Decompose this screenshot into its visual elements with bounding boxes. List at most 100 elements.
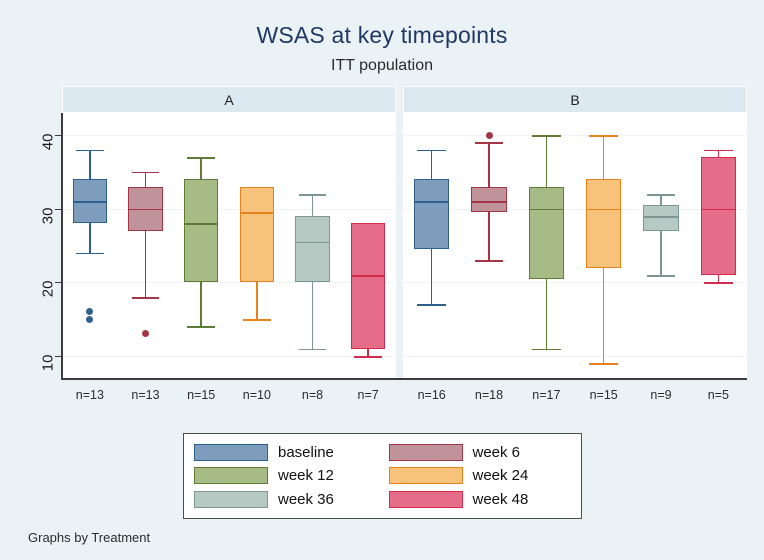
- median-line: [128, 208, 163, 211]
- whisker-cap-upper: [589, 135, 618, 137]
- box-baseline: [413, 179, 450, 250]
- whisker-cap-lower: [646, 274, 676, 277]
- gridline: [403, 282, 747, 284]
- sample-size-label: n=18: [474, 388, 504, 402]
- plot-area-a: [62, 113, 396, 378]
- x-axis-line: [61, 378, 747, 380]
- sample-size-label: n=17: [532, 388, 561, 402]
- legend-item-baseline[interactable]: baseline: [194, 443, 377, 462]
- whisker-lower: [717, 274, 720, 283]
- sample-size-label: n=7: [357, 388, 379, 402]
- y-axis-label: 10: [39, 354, 57, 372]
- legend-swatch: [388, 467, 463, 485]
- legend-item-week-24[interactable]: week 24: [388, 466, 572, 485]
- outlier-point: [86, 315, 94, 323]
- median-line: [528, 208, 565, 211]
- whisker-cap-upper: [131, 171, 160, 174]
- sample-size-label: n=15: [187, 388, 216, 402]
- whisker-cap-upper: [417, 149, 446, 152]
- median-line: [471, 201, 507, 203]
- gridline: [403, 355, 747, 357]
- panel-header-a-label: A: [224, 91, 234, 108]
- box-week-24: [239, 186, 275, 283]
- whisker-cap-upper: [704, 149, 733, 152]
- panel-header-b-label: B: [570, 91, 580, 108]
- box-week-6: [471, 186, 507, 213]
- whisker-cap-lower: [243, 319, 271, 321]
- sample-size-label: n=16: [417, 388, 446, 402]
- whisker-lower: [200, 282, 202, 327]
- plot-area-b: [403, 113, 747, 378]
- whisker-upper: [430, 149, 433, 180]
- gridline: [62, 208, 396, 210]
- box-week-36: [295, 216, 330, 283]
- legend-swatch: [388, 490, 463, 508]
- box-week-12: [183, 179, 219, 283]
- whisker-lower: [256, 282, 258, 320]
- whisker-lower: [89, 223, 91, 253]
- whisker-lower: [488, 212, 490, 261]
- gridline: [62, 355, 396, 357]
- y-axis-tick: [55, 282, 61, 284]
- whisker-cap-upper: [76, 149, 104, 152]
- gridline: [62, 282, 396, 284]
- box-week-24: [585, 179, 622, 268]
- whisker-lower: [545, 278, 548, 349]
- box-week-12: [528, 186, 565, 279]
- y-axis-label: 40: [39, 133, 57, 151]
- gridline: [403, 208, 747, 210]
- chart-title: WSAS at key timepoints: [256, 22, 508, 48]
- whisker-cap-lower: [76, 252, 104, 255]
- whisker-lower: [311, 282, 314, 349]
- outlier-point: [485, 131, 493, 139]
- whisker-cap-lower: [532, 348, 561, 351]
- legend-item-week-48[interactable]: week 48: [388, 490, 572, 509]
- legend-label: baseline: [278, 444, 334, 462]
- chart-subtitle: ITT population: [331, 57, 433, 74]
- whisker-upper: [660, 193, 662, 205]
- figure-note: Graphs by Treatment: [28, 530, 151, 545]
- whisker-lower: [430, 249, 433, 305]
- legend: baseline week 6 week 12 week 24 week 36 week …: [183, 433, 582, 519]
- legend-label: week 6: [472, 444, 521, 462]
- sample-size-label: n=5: [707, 388, 729, 402]
- whisker-lower: [144, 230, 147, 298]
- whisker-cap-lower: [187, 326, 215, 329]
- box-week-48: [350, 223, 386, 349]
- legend-label: week 48: [472, 490, 529, 508]
- y-axis-tick: [55, 355, 61, 357]
- y-axis-label: 30: [39, 207, 57, 224]
- whisker-upper: [144, 171, 147, 187]
- whisker-cap-lower: [354, 355, 382, 358]
- median-line: [295, 241, 330, 244]
- legend-swatch: [388, 444, 463, 462]
- whisker-cap-upper: [474, 142, 504, 145]
- box-week-48: [700, 157, 737, 275]
- legend-item-week-6[interactable]: week 6: [388, 443, 572, 462]
- whisker-lower: [367, 348, 369, 356]
- gridline: [62, 135, 396, 137]
- whisker-cap-lower: [704, 282, 733, 284]
- legend-label: week 12: [278, 467, 334, 485]
- whisker-upper: [545, 135, 548, 187]
- whisker-upper: [311, 193, 314, 217]
- y-axis-label: 20: [39, 280, 57, 298]
- panel-header-b: B: [403, 86, 747, 113]
- sample-size-label: n=13: [131, 388, 160, 402]
- sample-size-label: n=10: [242, 388, 271, 402]
- sample-size-label: n=15: [589, 388, 618, 402]
- sample-size-label: n=13: [75, 388, 104, 402]
- whisker-upper: [488, 142, 490, 187]
- legend-item-week-12[interactable]: week 12: [194, 466, 377, 485]
- median-line: [643, 216, 679, 218]
- whisker-cap-upper: [298, 193, 327, 196]
- gridline: [403, 135, 747, 137]
- median-line: [350, 274, 386, 277]
- median-line: [72, 201, 108, 203]
- legend-item-week-36[interactable]: week 36: [194, 490, 377, 509]
- legend-swatch: [194, 467, 268, 485]
- whisker-cap-lower: [589, 363, 618, 365]
- outlier-point: [142, 330, 149, 338]
- median-line: [585, 208, 622, 211]
- y-axis-tick: [55, 135, 61, 137]
